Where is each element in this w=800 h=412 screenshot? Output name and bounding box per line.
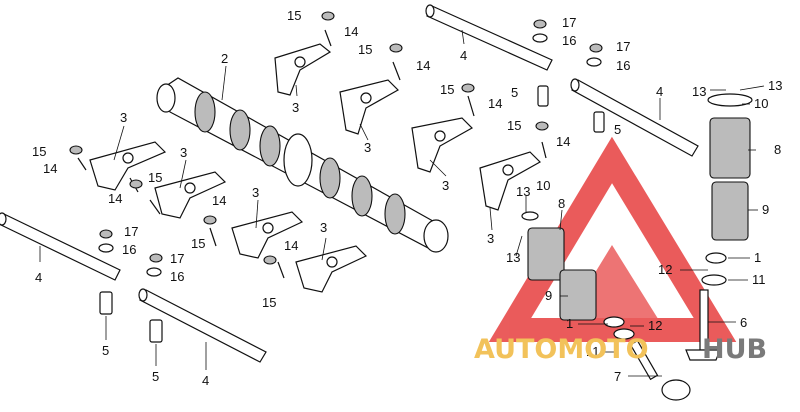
label-lock-nut: 15	[32, 144, 46, 159]
label-adjusting-screw: 14	[556, 134, 570, 149]
watermark-brand-right: HUB	[702, 334, 767, 365]
label-retainer: 10	[754, 96, 768, 111]
label-adjusting-screw: 14	[416, 58, 430, 73]
rocker-arm-top-2	[339, 79, 399, 135]
watermark-text: AUTOMOTO HUB	[474, 334, 767, 365]
valve-spring-assembly-center	[521, 211, 691, 401]
label-shaft-nut: 17	[170, 251, 184, 266]
label-dowel-pin: 5	[102, 343, 109, 358]
label-exhaust-valve: 7	[614, 369, 621, 384]
label-cotter: 13	[506, 250, 520, 265]
label-adjusting-screw: 14	[212, 193, 226, 208]
rocker-shaft-left	[0, 212, 121, 281]
label-lock-nut: 15	[191, 236, 205, 251]
label-cotter: 13	[516, 184, 530, 199]
label-dowel-pin: 5	[511, 85, 518, 100]
label-rocker-arm: 3	[364, 140, 371, 155]
label-rocker-shaft: 4	[656, 84, 663, 99]
leader-lines	[39, 29, 765, 377]
label-lock-nut: 15	[148, 170, 162, 185]
rocker-shaft-right	[570, 78, 699, 157]
camshaft	[156, 77, 449, 253]
label-intake-valve: 6	[740, 315, 747, 330]
label-dowel-pin: 5	[614, 122, 621, 137]
rocker-arm-left-1	[89, 141, 167, 191]
label-stem-seal: 11	[752, 272, 766, 287]
label-rocker-arm: 3	[292, 100, 299, 115]
label-camshaft: 2	[221, 51, 228, 66]
rocker-arm-left-2	[154, 171, 227, 219]
rocker-shaft-top-center	[425, 4, 553, 71]
label-shaft-washer: 16	[616, 58, 630, 73]
label-cotter: 13	[768, 78, 782, 93]
label-rocker-arm: 3	[120, 110, 127, 125]
label-dowel-pin: 5	[152, 369, 159, 384]
rocker-arm-bottom-1	[231, 211, 304, 259]
rocker-shaft-bottom	[138, 288, 267, 363]
label-adjusting-screw: 14	[344, 24, 358, 39]
label-inner-spring: 9	[545, 288, 552, 303]
label-rocker-arm: 3	[320, 220, 327, 235]
label-seat-washer: 12	[658, 262, 672, 277]
label-rocker-shaft: 4	[202, 373, 209, 388]
label-outer-spring: 8	[774, 142, 781, 157]
label-inner-spring: 9	[762, 202, 769, 217]
label-lower-seat: 1	[566, 316, 573, 331]
valve-spring-assembly-right	[685, 93, 753, 361]
label-lock-nut: 15	[440, 82, 454, 97]
label-outer-spring: 8	[558, 196, 565, 211]
label-stem-seal: 11	[586, 344, 600, 359]
label-lock-nut: 15	[262, 295, 276, 310]
label-shaft-nut: 17	[124, 224, 138, 239]
label-adjusting-screw: 14	[108, 191, 122, 206]
label-cotter: 13	[692, 84, 706, 99]
watermark-brand-left: AUTOMOTO	[474, 334, 649, 365]
label-rocker-arm: 3	[442, 178, 449, 193]
dowel-pins	[99, 85, 605, 343]
label-lock-nut: 15	[287, 8, 301, 23]
rocker-arm-right	[479, 151, 541, 211]
callout-labels: 2 3 3 3 3 3 3 3 3 4 4 4 4 5 5 5 5 6 7 8 …	[32, 8, 782, 388]
rocker-arm-mid	[411, 117, 473, 173]
label-shaft-nut: 17	[562, 15, 576, 30]
small-hardware	[69, 11, 603, 279]
label-rocker-arm: 3	[487, 231, 494, 246]
label-shaft-washer: 16	[170, 269, 184, 284]
label-shaft-washer: 16	[122, 242, 136, 257]
label-rocker-shaft: 4	[460, 48, 467, 63]
label-lock-nut: 15	[358, 42, 372, 57]
label-shaft-nut: 17	[616, 39, 630, 54]
label-rocker-arm: 3	[252, 185, 259, 200]
label-lock-nut: 15	[507, 118, 521, 133]
label-adjusting-screw: 14	[43, 161, 57, 176]
label-rocker-shaft: 4	[35, 270, 42, 285]
rocker-arm-bottom-2	[295, 245, 368, 293]
label-retainer: 10	[536, 178, 550, 193]
label-rocker-arm: 3	[180, 145, 187, 160]
label-shaft-washer: 16	[562, 33, 576, 48]
label-lower-seat: 1	[754, 250, 761, 265]
label-adjusting-screw: 14	[284, 238, 298, 253]
label-adjusting-screw: 14	[488, 96, 502, 111]
label-seat-washer: 12	[648, 318, 662, 333]
rocker-arm-top-1	[274, 43, 332, 96]
